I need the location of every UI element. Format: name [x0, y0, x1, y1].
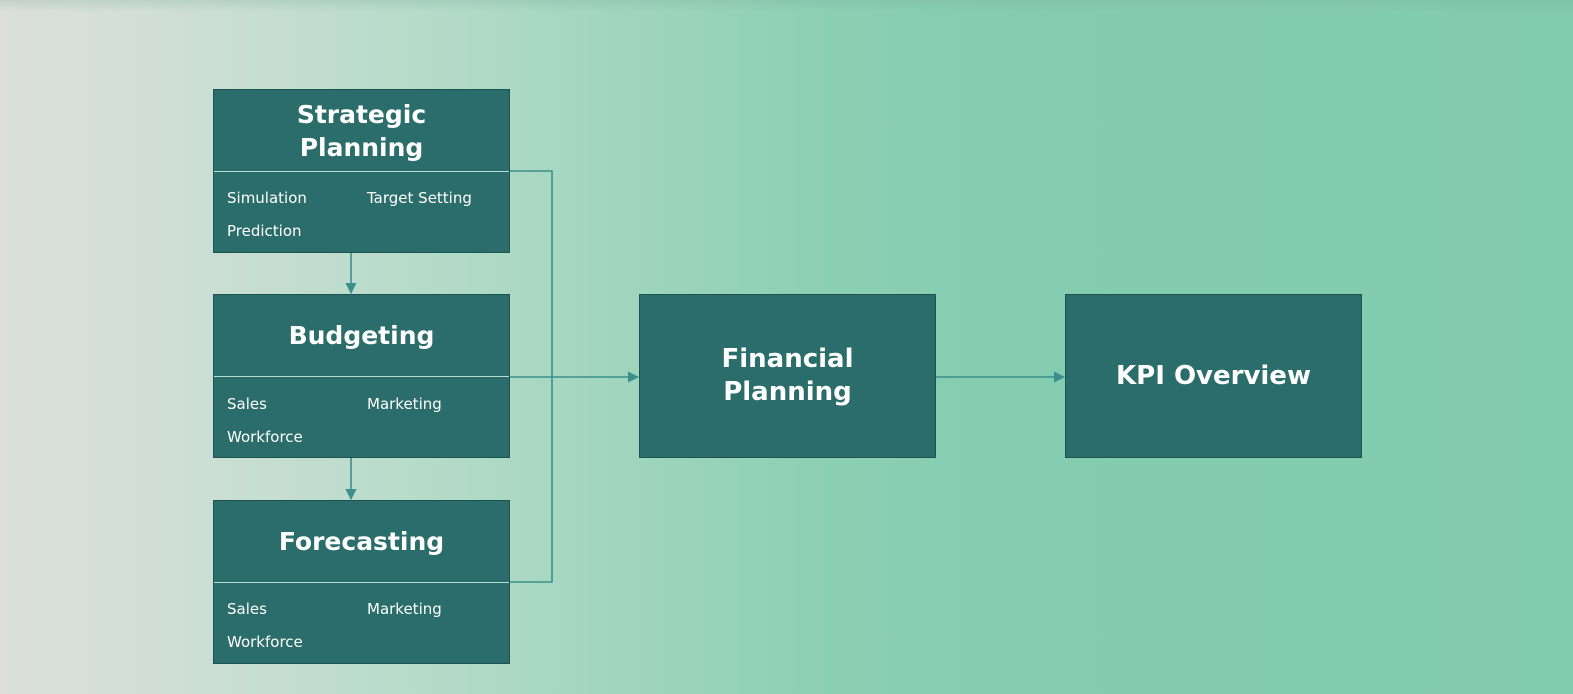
forecasting-title: Forecasting [278, 527, 445, 556]
financial-planning-title-line2: Planning [723, 377, 852, 407]
kpi-overview-title: KPI Overview [1116, 360, 1311, 391]
financial-planning-title: Financial Planning [640, 295, 935, 457]
budgeting-item-sales: Sales [227, 395, 267, 413]
strategic-planning-title-line2: Planning [299, 132, 424, 162]
budgeting-box: Budgeting Sales Marketing Workforce [213, 294, 510, 458]
forecasting-item-marketing: Marketing [367, 600, 442, 618]
financial-planning-title-line1: Financial [721, 344, 854, 374]
budgeting-divider [214, 376, 509, 377]
top-shadow-band [0, 0, 1573, 12]
strategic-item-simulation: Simulation [227, 189, 307, 207]
budgeting-item-marketing: Marketing [367, 395, 442, 413]
strategic-planning-divider [214, 171, 509, 172]
strategic-planning-title-line1: Strategic [296, 99, 427, 129]
strategic-planning-box: Strategic Planning Simulation Target Set… [213, 89, 510, 253]
strategic-planning-title: Strategic Planning [214, 90, 509, 171]
budgeting-title: Budgeting [288, 321, 435, 350]
strategic-item-prediction: Prediction [227, 222, 302, 240]
forecasting-divider [214, 582, 509, 583]
financial-planning-box: Financial Planning [639, 294, 936, 458]
kpi-overview-box: KPI Overview [1065, 294, 1362, 458]
budgeting-item-workforce: Workforce [227, 428, 303, 446]
forecasting-item-workforce: Workforce [227, 633, 303, 651]
forecasting-box: Forecasting Sales Marketing Workforce [213, 500, 510, 664]
strategic-item-target-setting: Target Setting [367, 189, 472, 207]
forecasting-item-sales: Sales [227, 600, 267, 618]
